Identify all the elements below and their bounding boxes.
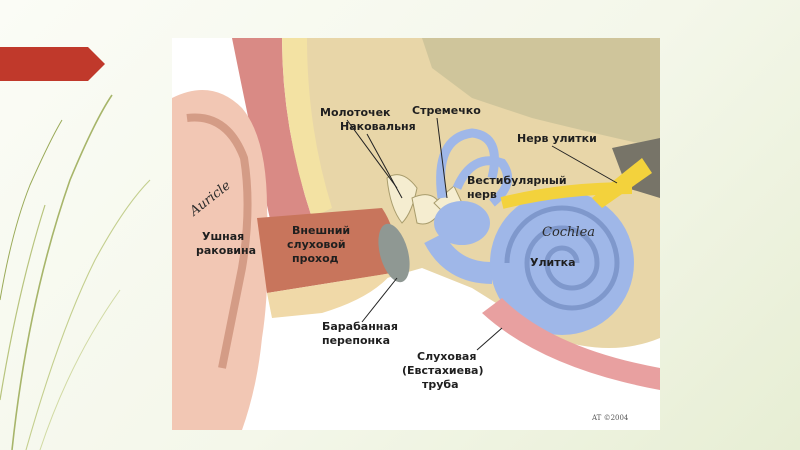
fat-layer [282, 38, 332, 218]
eardrum-label-1: Барабанная [322, 320, 398, 333]
signature: AT ©2004 [591, 414, 629, 422]
auricle-fold [186, 113, 252, 369]
cochlea-spiral [504, 205, 620, 311]
ear-anatomy-figure: Auricle Ушная раковина Внешний слуховой … [172, 38, 660, 430]
vneshniy-label: Внешний [292, 224, 350, 237]
ulitka-label: Улитка [530, 256, 576, 269]
rakovina-label: раковина [196, 244, 256, 257]
incus-label: Наковальня [340, 120, 416, 133]
cochlea-base [424, 232, 493, 284]
malleus-label: Молоточек [320, 106, 391, 119]
eardrum [378, 223, 410, 283]
eardrum-label-2: перепонка [322, 334, 390, 347]
canal-floor [267, 273, 392, 318]
cochlear-nerve-label: Нерв улитки [517, 132, 597, 145]
external-canal [257, 208, 396, 293]
semicircular-canal-1 [436, 128, 499, 199]
malleus [386, 174, 418, 224]
vestibule [434, 201, 490, 245]
eustachian-label-2: (Евстахиева) [402, 364, 484, 377]
muscle-layer [232, 38, 312, 228]
eustachian-tube [482, 298, 660, 390]
vestibular-nerve-label-1: Вестибулярный [467, 174, 567, 187]
vestibular-nerve-label-2: нерв [467, 188, 497, 201]
accent-arrow-tab [0, 47, 105, 81]
prohod-label: проход [292, 252, 339, 265]
cochlear-nerve [592, 158, 652, 208]
sluhovoy-label: слуховой [287, 238, 346, 251]
eustachian-label-3: труба [422, 378, 459, 391]
stapes-label: Стремечко [412, 104, 481, 117]
ushnaya-label: Ушная [202, 230, 244, 243]
eustachian-label-1: Слуховая [417, 350, 476, 363]
bone-top-layer [422, 38, 660, 148]
semicircular-canal-2 [452, 156, 513, 207]
cochlea-label: Cochlea [542, 225, 595, 240]
auricle-shape [172, 90, 268, 430]
